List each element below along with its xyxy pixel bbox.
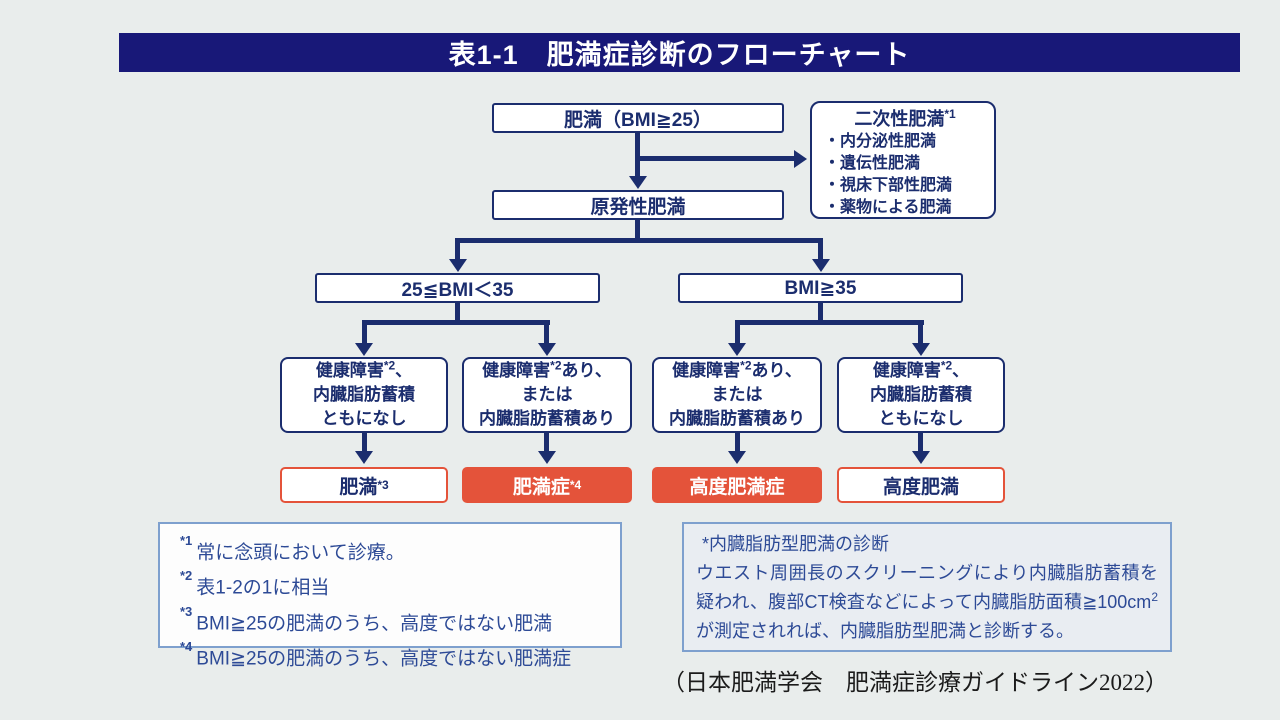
connector-result3-drop (735, 433, 740, 453)
footnote-marker: *2 (740, 358, 752, 373)
connector-bmi-right-drop (818, 241, 823, 262)
connector-bmiL-down (455, 303, 460, 322)
footnote-line: *2表1-2の1に相当 (180, 568, 330, 599)
node-condition-present-right: 健康障害*2あり、 または 内臓脂肪蓄積あり (652, 357, 822, 433)
arrowhead-down-icon (629, 176, 647, 189)
connector-bmi-left-drop (455, 241, 460, 262)
arrowhead-down-icon (912, 343, 930, 356)
node-secondary-obesity-title: 二次性肥満*1 (854, 107, 956, 129)
result-severe-obesity: 高度肥満 (837, 467, 1005, 503)
arrowhead-down-icon (812, 259, 830, 272)
secondary-list-item: ・薬物による肥満 (824, 199, 952, 216)
node-primary-obesity: 原発性肥満 (492, 190, 784, 220)
connector-bmiR-bar (735, 320, 924, 325)
result-severe-obesity-disease: 高度肥満症 (652, 467, 822, 503)
arrowhead-down-icon (538, 343, 556, 356)
node-bmi-25-35: 25≦BMI＜35 (315, 273, 600, 303)
footnote-marker: *2 (550, 358, 562, 373)
connector-root-to-secondary (635, 156, 794, 161)
node-condition-present-left: 健康障害*2あり、 または 内臓脂肪蓄積あり (462, 357, 632, 433)
connector-cond1-drop (362, 323, 367, 345)
node-bmi-over-35: BMI≧35 (678, 273, 963, 303)
footnote-marker: *1 (944, 107, 956, 121)
connector-result4-drop (918, 433, 923, 453)
connector-cond2-drop (544, 323, 549, 345)
connector-bmiR-down (818, 303, 823, 322)
arrowhead-down-icon (449, 259, 467, 272)
visceral-fat-note-box: *内臓脂肪型肥満の診断 ウエスト周囲長のスクリーニングにより内臓脂肪蓄積を疑われ… (682, 522, 1172, 652)
page-title: 表1-1 肥満症診断のフローチャート (448, 40, 911, 70)
visceral-note-body: ウエスト周囲長のスクリーニングにより内臓脂肪蓄積を疑われ、腹部CT検査などによっ… (696, 563, 1158, 641)
node-bmi-25-35-label: 25≦BMI＜35 (401, 279, 514, 301)
node-obesity-root-label: 肥満（BMI≧25） (564, 109, 712, 131)
secondary-list-item: ・遺伝性肥満 (824, 155, 921, 172)
connector-primary-down (635, 220, 640, 240)
connector-bmiL-bar (362, 320, 550, 325)
footnote-line: *1常に念頭において診療。 (180, 533, 405, 564)
arrowhead-right-icon (794, 150, 807, 168)
title-bar: 表1-1 肥満症診断のフローチャート (119, 33, 1240, 72)
connector-cond4-drop (918, 323, 923, 345)
arrowhead-down-icon (728, 451, 746, 464)
footnote-marker: *2 (940, 358, 953, 373)
source-citation: （日本肥満学会 肥満症診療ガイドライン2022） (662, 670, 1168, 695)
secondary-list-item: ・内分泌性肥満 (824, 133, 937, 150)
node-secondary-obesity: 二次性肥満*1 ・内分泌性肥満 ・遺伝性肥満 ・視床下部性肥満 ・薬物による肥満 (810, 101, 996, 219)
visceral-note-title: *内臓脂肪型肥満の診断 (702, 534, 890, 554)
arrowhead-down-icon (728, 343, 746, 356)
node-primary-obesity-label: 原発性肥満 (590, 196, 686, 218)
connector-root-down (635, 133, 640, 178)
connector-cond3-drop (735, 323, 740, 345)
result-obesity-disease: 肥満症*4 (462, 467, 632, 503)
connector-bmi-split-bar (455, 238, 823, 243)
connector-result2-drop (544, 433, 549, 453)
arrowhead-down-icon (355, 451, 373, 464)
footnote-line: *4BMI≧25の肥満のうち、高度ではない肥満症 (180, 638, 572, 670)
result-obesity: 肥満*3 (280, 467, 448, 503)
node-condition-none-left: 健康障害*2、 内臓脂肪蓄積 ともになし (280, 357, 448, 433)
connector-result1-drop (362, 433, 367, 453)
arrowhead-down-icon (355, 343, 373, 356)
arrowhead-down-icon (538, 451, 556, 464)
node-bmi-over-35-label: BMI≧35 (784, 277, 857, 299)
footnote-marker: *2 (383, 358, 396, 373)
arrowhead-down-icon (912, 451, 930, 464)
footnote-line: *3BMI≧25の肥満のうち、高度ではない肥満 (180, 603, 553, 634)
footnotes-box: *1常に念頭において診療。 *2表1-2の1に相当 *3BMI≧25の肥満のうち… (158, 522, 622, 669)
node-condition-none-right: 健康障害*2、 内臓脂肪蓄積 ともになし (837, 357, 1005, 433)
secondary-list-item: ・視床下部性肥満 (824, 177, 953, 194)
node-obesity-root: 肥満（BMI≧25） (492, 103, 784, 133)
